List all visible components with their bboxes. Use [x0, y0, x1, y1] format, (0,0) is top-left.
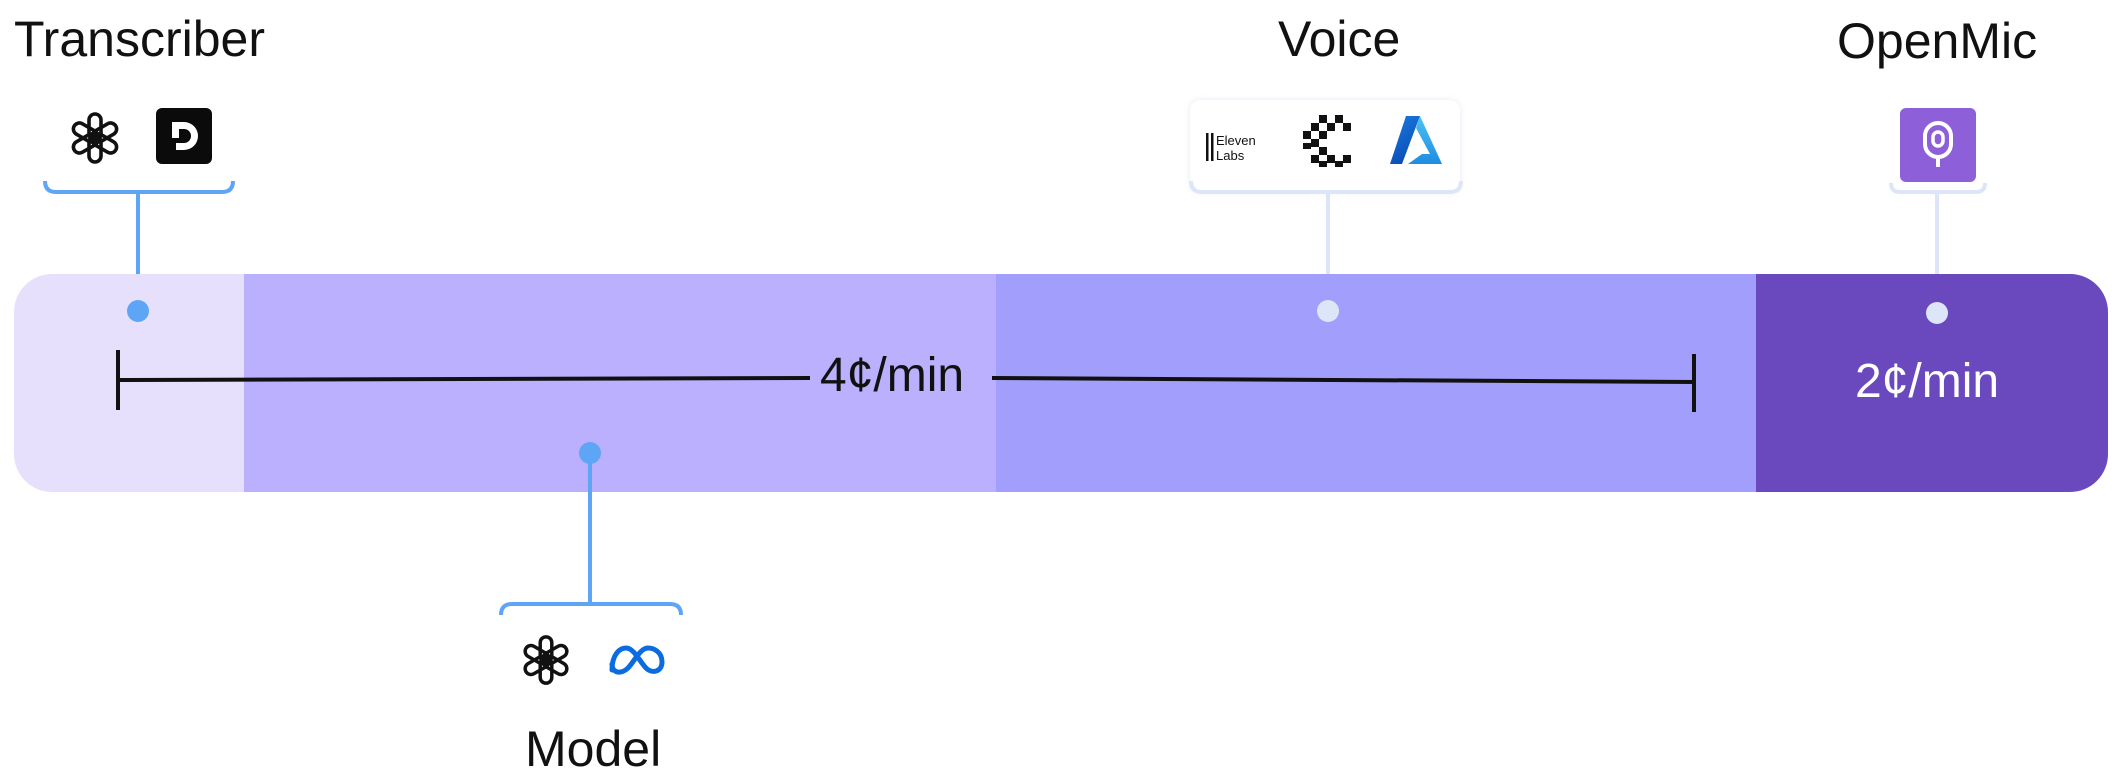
cost-bar: [14, 274, 2108, 492]
voice-label: Voice: [1278, 11, 1401, 67]
voice-dot: [1317, 300, 1339, 322]
elevenlabs-line1: Eleven: [1216, 133, 1256, 148]
openmic-dot: [1926, 302, 1948, 324]
transcriber-dot: [127, 300, 149, 322]
azure-icon: [1384, 108, 1448, 172]
openmic-label: OpenMic: [1837, 13, 2038, 69]
openmic-microphone-icon: [1900, 108, 1976, 182]
model-label: Model: [525, 721, 662, 777]
elevenlabs-line2: Labs: [1216, 148, 1245, 163]
model-dot: [579, 442, 601, 464]
combined-price: 4¢/min: [820, 349, 965, 402]
voice-connector: [1326, 192, 1330, 310]
transcriber-connector: [136, 192, 140, 310]
cartesia-icon: [1296, 108, 1360, 172]
openmic-connector: [1935, 194, 1939, 312]
meta-icon: [602, 630, 672, 690]
openai-icon: [62, 105, 128, 171]
model-bracket: [499, 602, 683, 616]
combined-span-line: [116, 350, 1696, 412]
transcriber-label: Transcriber: [14, 11, 265, 67]
deepgram-icon: [156, 108, 212, 164]
openmic-price: 2¢/min: [1855, 355, 2000, 408]
openmic-bracket: [1889, 182, 1987, 194]
elevenlabs-icon: Eleven Labs: [1204, 115, 1268, 179]
model-connector: [588, 454, 592, 606]
openai-icon: [514, 628, 578, 692]
model-segment: [244, 274, 996, 492]
